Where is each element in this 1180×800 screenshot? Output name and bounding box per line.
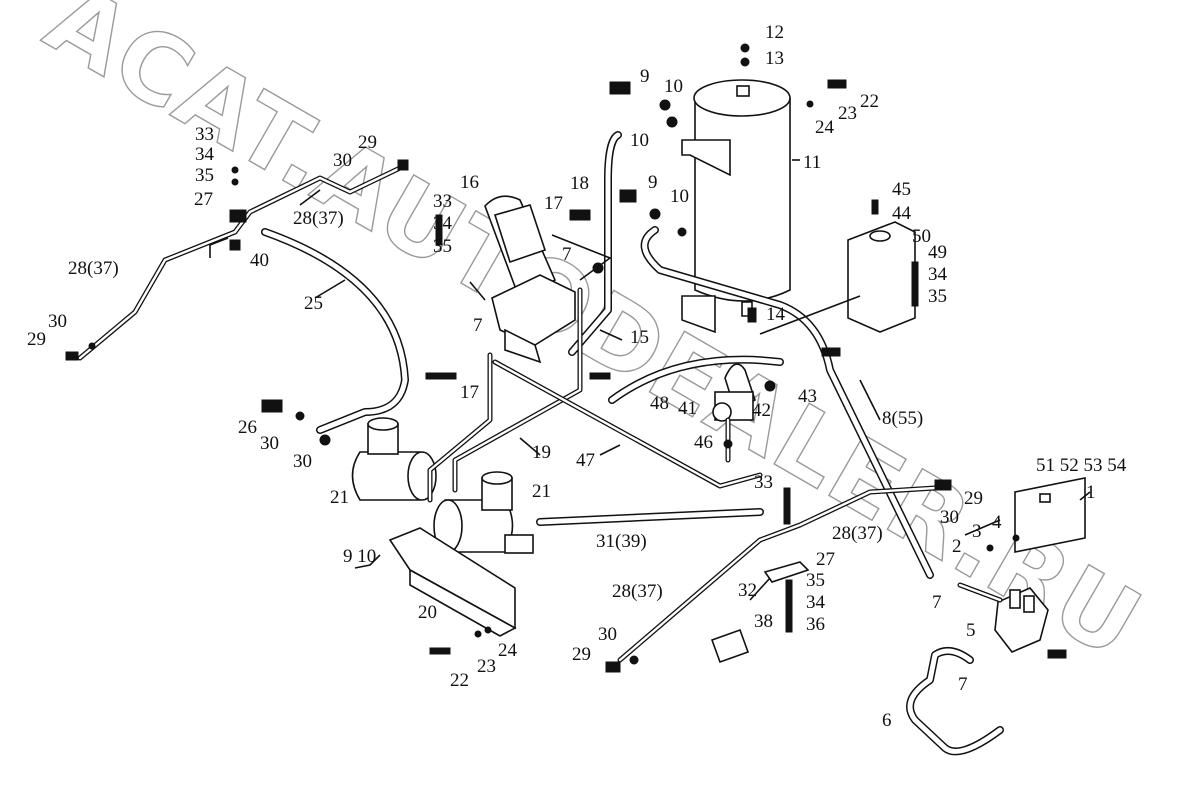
label-21a: 21 bbox=[330, 487, 349, 508]
label-35a: 35 bbox=[195, 165, 214, 186]
label-3: 3 bbox=[972, 521, 982, 542]
label-7c: 7 bbox=[932, 592, 942, 613]
air-tank bbox=[681, 79, 791, 334]
label-4: 4 bbox=[992, 512, 1002, 533]
label-36: 36 bbox=[806, 614, 825, 635]
label-34b: 34 bbox=[433, 213, 453, 234]
brake-pedal-valve bbox=[484, 195, 576, 364]
label-10c: 10 bbox=[670, 186, 689, 207]
label-26: 26 bbox=[238, 417, 257, 438]
label-6: 6 bbox=[882, 710, 892, 731]
label-9b: 9 bbox=[648, 172, 658, 193]
plate-1 bbox=[1014, 477, 1086, 553]
label-25: 25 bbox=[304, 293, 323, 314]
label-30d: 30 bbox=[293, 451, 312, 472]
label-29c: 29 bbox=[964, 488, 983, 509]
label-30b: 30 bbox=[48, 311, 67, 332]
label-9-10: 9 10 bbox=[343, 546, 376, 567]
label-22b: 22 bbox=[450, 670, 469, 691]
label-1: 1 bbox=[1086, 482, 1096, 503]
label-21b: 21 bbox=[532, 481, 551, 502]
label-34c: 34 bbox=[928, 264, 948, 285]
bracket-50 bbox=[847, 221, 916, 333]
label-11: 11 bbox=[803, 152, 821, 173]
brake-chamber-right bbox=[433, 471, 534, 554]
label-31: 31(39) bbox=[596, 531, 647, 552]
label-28d: 28(37) bbox=[612, 581, 663, 602]
label-24b: 24 bbox=[498, 640, 518, 661]
label-17b: 17 bbox=[460, 382, 479, 403]
label-29d: 29 bbox=[572, 644, 591, 665]
label-29a: 29 bbox=[358, 132, 377, 153]
label-49: 49 bbox=[928, 242, 947, 263]
label-42: 42 bbox=[752, 400, 771, 421]
label-27a: 27 bbox=[194, 189, 213, 210]
label-33c: 33 bbox=[754, 472, 773, 493]
label-8: 8(55) bbox=[882, 408, 923, 429]
label-50: 50 bbox=[912, 226, 931, 247]
relay-valve bbox=[994, 587, 1049, 653]
label-48: 48 bbox=[650, 393, 669, 414]
label-18: 18 bbox=[570, 173, 589, 194]
label-28c: 28(37) bbox=[832, 523, 883, 544]
label-44: 44 bbox=[892, 203, 912, 224]
label-28b: 28(37) bbox=[68, 258, 119, 279]
bracket-38 bbox=[710, 628, 750, 664]
bracket-20 bbox=[388, 527, 517, 637]
label-13: 13 bbox=[765, 48, 784, 69]
brake-chamber-left bbox=[351, 417, 437, 501]
label-19: 19 bbox=[532, 442, 551, 463]
watermark-text: ACAT.AUTODEALER.RU bbox=[29, 0, 1160, 681]
label-34a: 34 bbox=[195, 144, 215, 165]
label-30e: 30 bbox=[940, 507, 959, 528]
label-5: 5 bbox=[966, 620, 976, 641]
label-33b: 33 bbox=[433, 191, 452, 212]
label-27b: 27 bbox=[816, 549, 835, 570]
label-34d: 34 bbox=[806, 592, 826, 613]
label-30f: 30 bbox=[598, 624, 617, 645]
label-7a: 7 bbox=[562, 244, 572, 265]
label-20: 20 bbox=[418, 602, 437, 623]
label-33a: 33 bbox=[195, 124, 214, 145]
label-47: 47 bbox=[576, 450, 595, 471]
label-23a: 23 bbox=[838, 103, 857, 124]
label-23b: 23 bbox=[477, 656, 496, 677]
label-30a: 30 bbox=[333, 150, 352, 171]
label-17a: 17 bbox=[544, 193, 563, 214]
label-12: 12 bbox=[765, 22, 784, 43]
label-16: 16 bbox=[460, 172, 479, 193]
label-10b: 10 bbox=[630, 130, 649, 151]
label-15: 15 bbox=[630, 327, 649, 348]
hand-brake-valve bbox=[712, 363, 756, 422]
label-32: 32 bbox=[738, 580, 757, 601]
label-9a: 9 bbox=[640, 66, 650, 87]
label-7d: 7 bbox=[958, 674, 968, 695]
label-38: 38 bbox=[754, 611, 773, 632]
label-14: 14 bbox=[766, 304, 786, 325]
label-22a: 22 bbox=[860, 91, 879, 112]
label-24a: 24 bbox=[815, 117, 835, 138]
label-7b: 7 bbox=[473, 315, 483, 336]
label-29b: 29 bbox=[27, 329, 46, 350]
label-45: 45 bbox=[892, 179, 911, 200]
label-43: 43 bbox=[798, 386, 817, 407]
label-41: 41 bbox=[678, 398, 697, 419]
bracket-32 bbox=[763, 561, 810, 583]
label-51-54: 51 52 53 54 bbox=[1036, 455, 1127, 476]
label-35c: 35 bbox=[928, 286, 947, 307]
label-35b: 35 bbox=[433, 236, 452, 257]
label-2: 2 bbox=[952, 536, 962, 557]
part-labels: 1 2 3 4 5 6 7 7 7 7 8(55) 9 9 9 10 10 10… bbox=[27, 22, 1127, 731]
label-30c: 30 bbox=[260, 433, 279, 454]
label-28a: 28(37) bbox=[293, 208, 344, 229]
label-35d: 35 bbox=[806, 570, 825, 591]
leader-lines bbox=[209, 159, 1091, 601]
label-46: 46 bbox=[694, 432, 713, 453]
fittings bbox=[65, 43, 1067, 673]
label-10a: 10 bbox=[664, 76, 683, 97]
label-40: 40 bbox=[250, 250, 269, 271]
